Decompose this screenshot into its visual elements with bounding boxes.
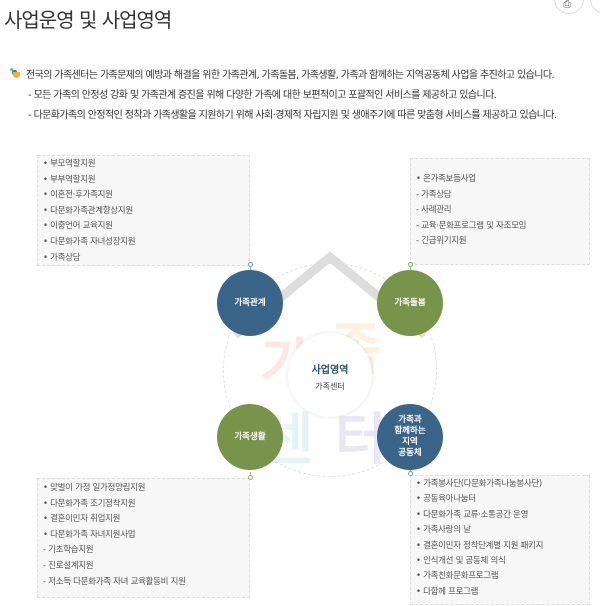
list-item: • 가족봉사단(다문화가족나눔봉사단) bbox=[416, 479, 542, 489]
diagram-ring bbox=[223, 263, 437, 477]
area-label: 가족생활 bbox=[234, 431, 266, 442]
center-circle: 사업영역 가족센터 bbox=[288, 333, 372, 417]
page-title: 사업운영 및 사업영역 bbox=[4, 8, 172, 32]
list-item: - 교육·문화프로그램 및 자조모임 bbox=[416, 220, 527, 231]
list-item: • 다문화가족 교류·소통공간 운영 bbox=[416, 509, 529, 520]
list-item: • 부부역할지원 bbox=[43, 174, 96, 185]
intro-sub-2: - 다문화가족의 안정적인 정착과 가족생활을 지원하기 위해 사회·경제적 자… bbox=[28, 110, 557, 121]
list-item: • 가족상담 bbox=[43, 252, 81, 263]
area-family-care[interactable]: 가족돌봄 bbox=[377, 270, 443, 336]
center-subtitle: 가족센터 bbox=[315, 382, 345, 391]
area-label-line: 공동체 bbox=[398, 448, 422, 458]
list-item: • 공동육아나눔터 bbox=[416, 494, 476, 505]
print-icon: ⎙ bbox=[563, 0, 571, 10]
area-family-life[interactable]: 가족생활 bbox=[217, 404, 283, 470]
area-label-line: 함께하는 bbox=[394, 426, 426, 436]
list-item: - 가족상담 bbox=[416, 189, 452, 200]
connector-line bbox=[250, 265, 251, 273]
list-item: - 저소득 다문화가족 자녀 교육활동비 지원 bbox=[43, 576, 186, 587]
list-item: • 가족친화문화프로그램 bbox=[416, 571, 499, 582]
list-item: • 이중언어 교육지원 bbox=[43, 221, 113, 232]
list-item: • 다문화가족 조기정착지원 bbox=[43, 498, 136, 509]
list-item: - 사례관리 bbox=[416, 205, 452, 216]
life-items-box: • 맞벌이 가정 일가정양립지원 • 다문화가족 조기정착지원 • 결혼이민자 … bbox=[37, 478, 250, 598]
area-label: 가족관계 bbox=[234, 297, 266, 308]
list-item: - 긴급위기지원 bbox=[416, 236, 467, 247]
connector-line bbox=[410, 265, 411, 273]
intro-sub-1: - 모든 가족의 안정성 강화 및 가족관계 증진을 위해 다양한 가족에 대한… bbox=[28, 90, 497, 101]
list-item: • 온가족보듬사업 bbox=[416, 174, 476, 184]
list-item: - 진로설계지원 bbox=[43, 560, 94, 571]
list-item: • 이혼전·후가족지원 bbox=[43, 190, 113, 201]
connector-line bbox=[410, 466, 411, 474]
area-community[interactable]: 가족과 함께하는 지역 공동체 bbox=[377, 404, 443, 470]
connector-pin bbox=[248, 475, 253, 480]
list-item: • 결혼이민자 정착단계별 지원 패키지 bbox=[416, 540, 544, 551]
connector-pin bbox=[248, 262, 253, 267]
area-family-relation[interactable]: 가족관계 bbox=[217, 270, 283, 336]
list-item: • 다함께 프로그램 bbox=[416, 586, 479, 597]
connector-pin bbox=[408, 262, 413, 267]
area-label-line: 지역 bbox=[402, 437, 418, 447]
list-item: • 다문화가족관계향상지원 bbox=[43, 205, 133, 216]
center-title: 사업영역 bbox=[311, 365, 349, 376]
list-item: • 다문화가족 자녀지원사업 bbox=[43, 529, 136, 540]
bullet-icon bbox=[10, 68, 20, 78]
list-item: • 맞벌이 가정 일가정양립지원 bbox=[43, 483, 146, 493]
list-item: • 다문화가족 자녀성장지원 bbox=[43, 236, 136, 247]
relation-items-box: • 부모역할지원 • 부부역할지원 • 이혼전·후가족지원 • 다문화가족관계향… bbox=[37, 155, 250, 266]
area-label: 가족돌봄 bbox=[394, 297, 426, 308]
list-item: - 기초학습지원 bbox=[43, 545, 94, 556]
print-button[interactable]: ⎙ bbox=[554, 0, 584, 14]
care-items-box: • 온가족보듬사업 - 가족상담 - 사례관리 - 교육·문화프로그램 및 자조… bbox=[410, 158, 590, 265]
list-item: • 가족사랑의 날 bbox=[416, 525, 471, 536]
list-item: • 인식개선 및 공동체 의식 bbox=[416, 556, 506, 567]
community-items-box: • 가족봉사단(다문화가족나눔봉사단) • 공동육아나눔터 • 다문화가족 교류… bbox=[410, 475, 590, 605]
list-item: • 결혼이민자 취업지원 bbox=[43, 514, 121, 525]
intro-main: 전국의 가족센터는 가족문제의 예방과 해결을 위한 가족관계, 가족돌봄, 가… bbox=[26, 70, 555, 81]
area-label-line: 가족과 bbox=[398, 415, 422, 425]
share-button[interactable] bbox=[590, 0, 600, 14]
list-item: • 부모역할지원 bbox=[43, 159, 96, 169]
connector-pin bbox=[408, 471, 413, 476]
intro-section: 전국의 가족센터는 가족문제의 예방과 해결을 위한 가족관계, 가족돌봄, 가… bbox=[10, 66, 557, 126]
